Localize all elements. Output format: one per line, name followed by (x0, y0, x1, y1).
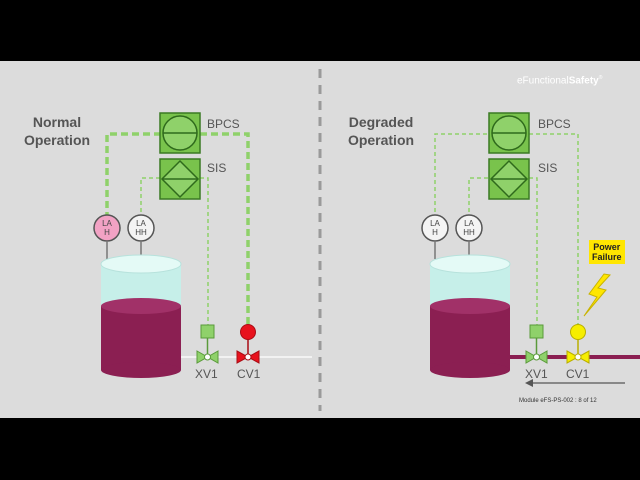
xv1-valve-open (196, 324, 219, 364)
sis-label: SIS (207, 161, 227, 175)
bpcs-label: BPCS (538, 117, 571, 131)
sis-to-xv1-signal-line (529, 177, 538, 326)
cv1-label: CV1 (566, 367, 590, 381)
bpcs-to-cv1-signal-line (200, 132, 250, 326)
normal-operation-panel (93, 112, 312, 378)
bpcs-controller (159, 112, 201, 154)
module-page-indicator: Module eFS-PS-002 : 8 of 12 (519, 398, 597, 404)
lah-to-bpcs-signal-line (434, 133, 489, 219)
process-diagram (93, 69, 640, 411)
lah-to-bpcs-signal-line (105, 132, 160, 219)
xv1-valve-open (525, 324, 548, 364)
bpcs-to-cv1-signal-line (529, 133, 579, 326)
process-tank (100, 254, 182, 378)
sis-label: SIS (538, 161, 558, 175)
cv1-label: CV1 (237, 367, 261, 381)
sis-to-xv1-signal-line (200, 177, 209, 326)
sis-controller (488, 158, 530, 200)
lightning-bolt-icon (583, 273, 611, 317)
flow-direction-arrow-icon (525, 379, 625, 387)
process-tank (429, 254, 511, 378)
xv1-label: XV1 (525, 367, 548, 381)
lahh-to-sis-signal-line (140, 177, 160, 219)
cv1-valve-failed (566, 324, 590, 364)
brand-logo: eFunctionalSafety® (517, 75, 603, 87)
lahh-to-sis-signal-line (468, 177, 489, 219)
cv1-valve-closed (236, 324, 260, 364)
sis-controller (159, 158, 201, 200)
xv1-label: XV1 (195, 367, 218, 381)
degraded-operation-panel (421, 112, 640, 387)
bpcs-controller (488, 112, 530, 154)
bpcs-label: BPCS (207, 117, 240, 131)
